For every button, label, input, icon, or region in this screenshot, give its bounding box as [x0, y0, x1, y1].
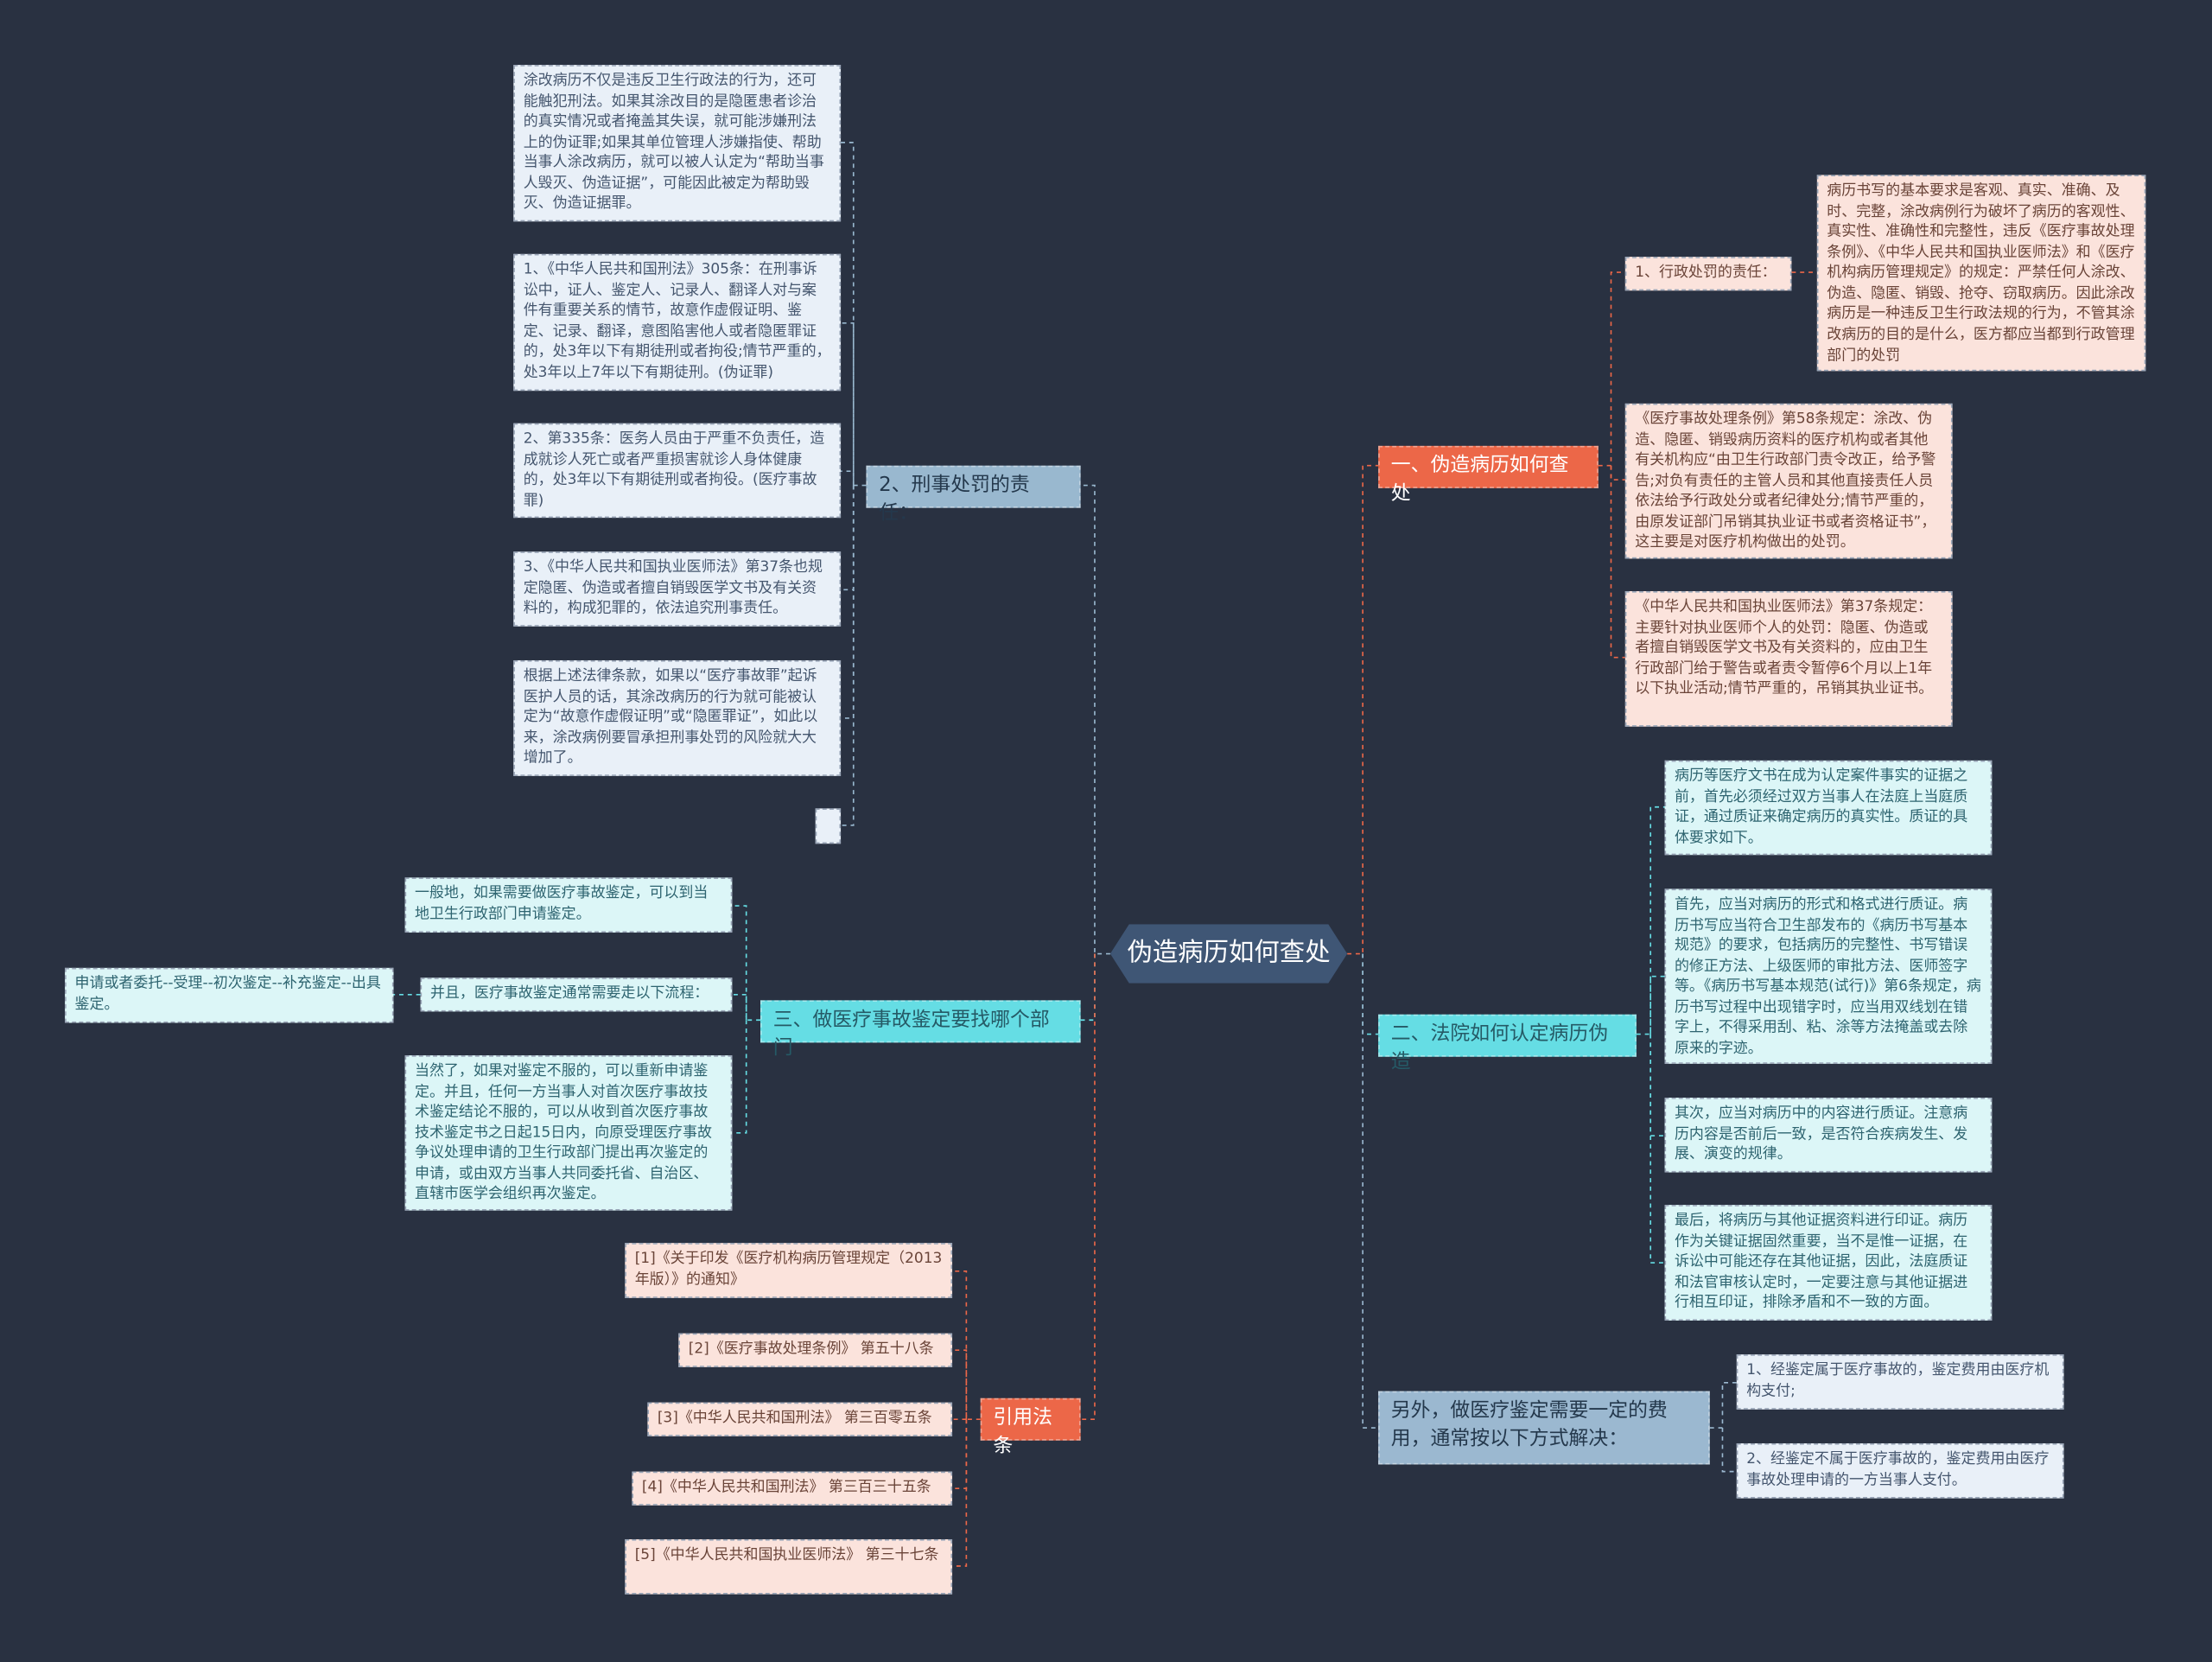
court-item-4[interactable]: 最后，将病历与其他证据资料进行印证。病历作为关键证据固然重要，当不是惟一证据，在… — [1664, 1205, 1993, 1321]
citation-2[interactable]: [2]《医疗事故处理条例》 第五十八条 — [678, 1333, 953, 1367]
connector — [1709, 1381, 1737, 1429]
connector — [1080, 484, 1110, 955]
department-item-3[interactable]: 当然了，如果对鉴定不服的，可以重新申请鉴定。并且，任何一方当事人对首次医疗事故技… — [404, 1055, 733, 1211]
regulation-article-58[interactable]: 《医疗事故处理条例》第58条规定：涂改、伪造、隐匿、销毁病历资料的医疗机构或者其… — [1624, 403, 1953, 559]
connector — [1610, 465, 1625, 481]
connector — [952, 1419, 968, 1567]
court-item-2[interactable]: 首先，应当对病历的形式和格式进行质证。病历书写应当符合卫生部发布的《病历书写基本… — [1664, 888, 1993, 1064]
court-item-1[interactable]: 病历等医疗文书在成为认定案件事实的证据之前，首先必须经过双方当事人在法庭上当庭质… — [1664, 760, 1993, 856]
connector — [732, 994, 747, 1021]
criminal-item-empty[interactable] — [815, 808, 842, 844]
criminal-item-1[interactable]: 涂改病历不仅是违反卫生行政法的行为，还可能触犯刑法。如果其涂改目的是隐匿患者诊治… — [513, 65, 842, 222]
fee-item-1[interactable]: 1、经鉴定属于医疗事故的，鉴定费用由医疗机构支付; — [1736, 1354, 2064, 1410]
connector — [1080, 953, 1096, 1022]
connector — [1598, 271, 1625, 467]
connector — [1362, 953, 1379, 1429]
branch-cited-laws[interactable]: 引用法条 — [980, 1398, 1081, 1457]
connector — [1636, 806, 1665, 1035]
connector — [841, 485, 855, 826]
branch-how-to-handle[interactable]: 一、伪造病历如何查处 — [1378, 445, 1599, 505]
branch-appraisal-department[interactable]: 三、做医疗事故鉴定要找哪个部门 — [760, 1000, 1081, 1059]
physician-law-article-37[interactable]: 《中华人民共和国执业医师法》第37条规定：主要针对执业医师个人的处罚：隐匿、伪造… — [1624, 590, 1953, 727]
criminal-item-2[interactable]: 1、《中华人民共和国刑法》305条：在刑事诉讼中，证人、鉴定人、记录人、翻译人对… — [513, 253, 842, 392]
connector — [1347, 464, 1379, 955]
connector — [952, 1270, 981, 1421]
branch-appraisal-fee[interactable]: 另外，做医疗鉴定需要一定的费用，通常按以下方式解决： — [1378, 1391, 1710, 1465]
connector — [1721, 1428, 1737, 1473]
court-item-3[interactable]: 其次，应当对病历中的内容进行质证。注意病历内容是否前后一致，是否符合疾病发生、发… — [1664, 1098, 1993, 1173]
citation-5[interactable]: [5]《中华人民共和国执业医师法》 第三十七条 — [625, 1538, 953, 1595]
branch-criminal-liability[interactable]: 2、刑事处罚的责任： — [866, 465, 1081, 525]
connector — [841, 485, 855, 591]
connector — [1649, 1034, 1665, 1137]
connector — [841, 322, 855, 486]
connector — [1649, 975, 1665, 1035]
department-item-2[interactable]: 并且，医疗事故鉴定通常需要走以下流程： — [420, 977, 733, 1012]
criminal-item-4[interactable]: 3、《中华人民共和国执业医师法》第37条也规定隐匿、伪造或者擅自销毁医学文书及有… — [513, 551, 842, 627]
criminal-item-3[interactable]: 2、第335条：医务人员由于严重不负责任，造成就诊人死亡或者严重损害就诊人身体健… — [513, 423, 842, 519]
connector — [952, 1349, 968, 1420]
connector — [1080, 953, 1096, 1421]
root-topic[interactable]: 伪造病历如何查处 — [1109, 924, 1348, 984]
connector — [952, 1419, 968, 1490]
connector — [841, 470, 855, 486]
fee-item-2[interactable]: 2、经鉴定不属于医疗事故的，鉴定费用由医疗事故处理申请的一方当事人支付。 — [1736, 1442, 2064, 1499]
citation-1[interactable]: [1]《关于印发《医疗机构病历管理规定（2013年版）》的通知》 — [625, 1243, 953, 1298]
citation-4[interactable]: [4]《中华人民共和国刑法》 第三百三十五条 — [632, 1471, 953, 1506]
connector — [841, 485, 855, 719]
criminal-item-5[interactable]: 根据上述法律条款，如果以“医疗事故罪”起诉医护人员的话，其涂改病历的行为就可能被… — [513, 659, 842, 776]
department-item-1[interactable]: 一般地，如果需要做医疗事故鉴定，可以到当地卫生行政部门申请鉴定。 — [404, 877, 733, 933]
appraisal-flow[interactable]: 申请或者委托--受理--初次鉴定--补充鉴定--出具鉴定。 — [65, 967, 394, 1023]
citation-3[interactable]: [3]《中华人民共和国刑法》 第三百零五条 — [647, 1402, 953, 1436]
administrative-penalty-label[interactable]: 1、行政处罚的责任： — [1624, 257, 1792, 291]
branch-court-determination[interactable]: 二、法院如何认定病历伪造 — [1378, 1014, 1637, 1073]
connector — [1610, 465, 1625, 659]
administrative-penalty-detail[interactable]: 病历书写的基本要求是客观、真实、准确、及时、完整，涂改病例行为破坏了病历的客观性… — [1816, 175, 2146, 372]
connector — [732, 905, 760, 1022]
connector — [732, 1020, 747, 1134]
connector — [1649, 1034, 1665, 1264]
connector — [1362, 953, 1379, 1035]
